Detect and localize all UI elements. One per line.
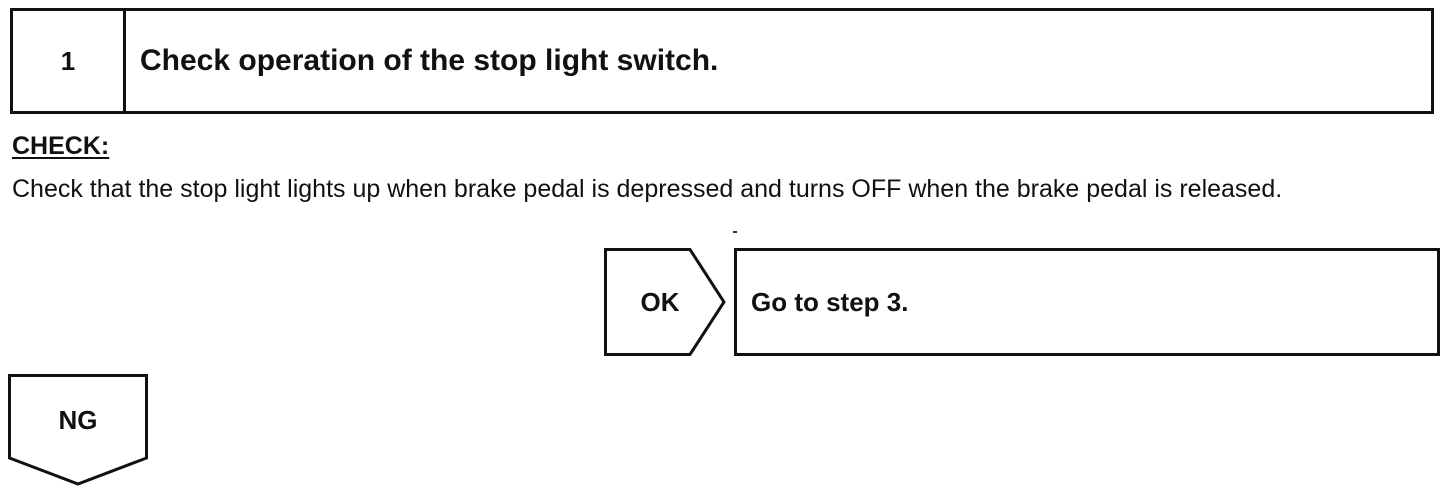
scan-speck: [733, 231, 737, 233]
check-instruction-text: Check that the stop light lights up when…: [12, 175, 1283, 203]
ng-arrow-tag: [8, 374, 148, 486]
ok-label: OK: [640, 286, 680, 317]
check-heading: CHECK:: [12, 132, 110, 160]
ok-result-box: Go to step 3.: [734, 248, 1440, 356]
step-header-box: 1 Check operation of the stop light swit…: [10, 8, 1434, 114]
ng-label: NG: [58, 404, 98, 435]
ok-arrow-tag: [604, 248, 726, 356]
ng-branch: NG: [8, 374, 148, 486]
step-number: 1: [13, 11, 126, 111]
step-title: Check operation of the stop light switch…: [140, 44, 719, 77]
